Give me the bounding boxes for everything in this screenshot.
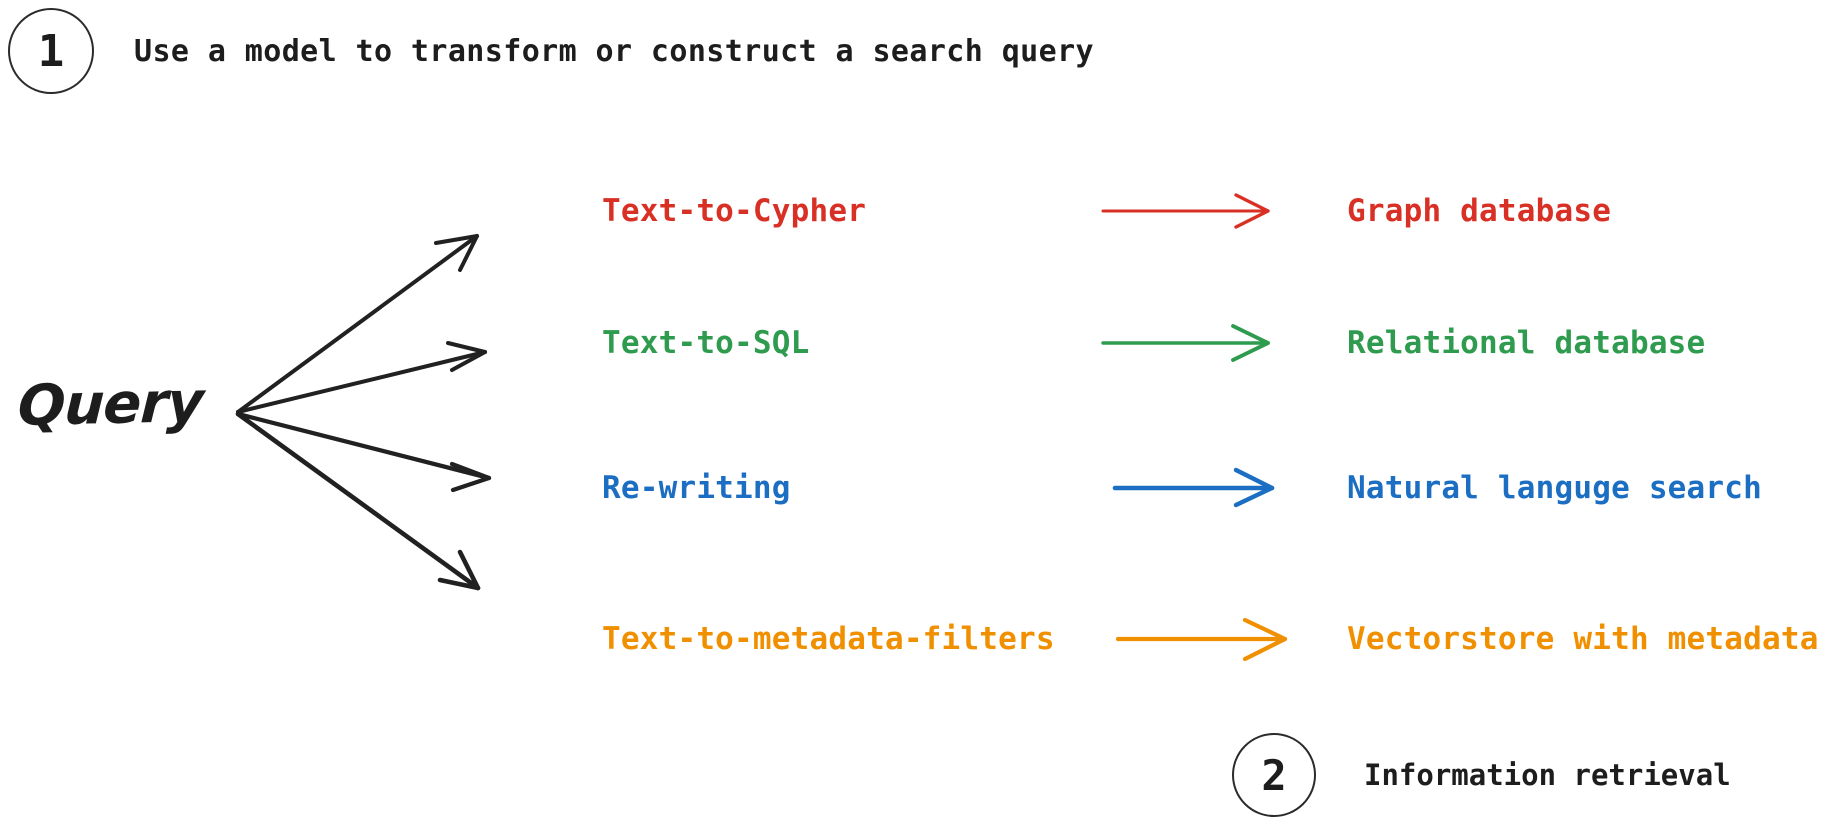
method-label-text-to-metadata-filters: Text-to-metadata-filters (602, 621, 1055, 657)
connector-arrow-blue (1112, 467, 1275, 508)
connector-arrow-orange (1115, 617, 1288, 662)
step-two-caption: Information retrieval (1364, 758, 1731, 792)
step-one-caption: Use a model to transform or construct a … (134, 33, 1094, 69)
step-two-badge: 2 (1232, 733, 1316, 817)
target-label-graph-database: Graph database (1347, 193, 1612, 229)
target-label-relational-database: Relational database (1347, 325, 1706, 361)
step-one-header: 1 Use a model to transform or construct … (8, 8, 1094, 94)
method-label-text-to-cypher: Text-to-Cypher (602, 193, 867, 229)
method-label-re-writing: Re-writing (602, 470, 791, 506)
method-label-text-to-sql: Text-to-SQL (602, 325, 810, 361)
target-label-vectorstore-with-metadata: Vectorstore with metadata (1347, 621, 1819, 657)
query-label: Query (16, 370, 205, 439)
target-label-natural-language-search: Natural languge search (1347, 470, 1762, 506)
connector-arrow-green (1101, 324, 1270, 362)
step-two-footer: 2 Information retrieval (1232, 733, 1731, 817)
step-one-badge: 1 (8, 8, 94, 94)
connector-arrow-red (1101, 193, 1270, 229)
